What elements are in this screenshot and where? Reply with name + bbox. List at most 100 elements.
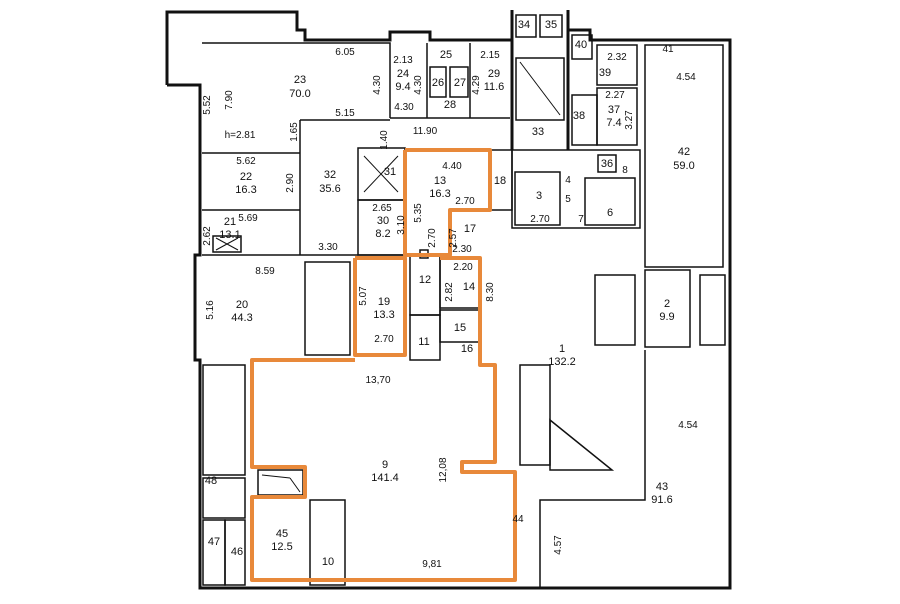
dimension-label: 4.30	[394, 102, 414, 113]
room-7: 7	[578, 214, 584, 225]
room-label: 12.5	[271, 541, 292, 553]
dimension-label: 5.62	[236, 156, 256, 167]
dimension-label: 2.32	[607, 52, 627, 63]
room-26: 26	[432, 77, 444, 89]
room-27: 27	[454, 77, 466, 89]
room-label: 29	[488, 68, 500, 80]
room-label: 19	[378, 296, 390, 308]
room-label: 9.9	[659, 311, 674, 323]
room-label: 42	[678, 146, 690, 158]
room-label: 9	[382, 459, 388, 471]
room-34: 34	[518, 19, 530, 31]
room-2: 29.9	[659, 298, 674, 323]
room-38: 38	[573, 110, 585, 122]
room-18: 18	[494, 175, 506, 187]
room-4: 4	[565, 175, 571, 186]
dimension-label: 4.30	[372, 75, 383, 95]
highlighted-premises	[250, 148, 517, 582]
interior-walls	[202, 14, 726, 588]
dimension-label: 2.30	[452, 244, 472, 255]
dimension-label: 2.13	[393, 55, 413, 66]
dimension-label: 2.62	[202, 226, 213, 246]
room-label: 24	[397, 68, 409, 80]
dimension-label: 13,70	[365, 375, 390, 386]
room-label: 13.3	[373, 309, 394, 321]
dimension-label: 3.30	[318, 242, 338, 253]
room-label: 9.4	[395, 81, 410, 93]
dimension-label: 5.69	[238, 213, 258, 224]
dimension-label: 8.30	[485, 282, 496, 302]
dimension-label: 1.40	[379, 130, 390, 150]
dimension-label: 11.90	[413, 126, 438, 137]
dimension-label: 3.10	[396, 215, 407, 235]
room-12: 12	[419, 274, 431, 286]
dimension-label: 4.40	[442, 161, 462, 172]
room-31: 31	[384, 166, 396, 178]
room-label: 32	[324, 169, 336, 181]
dimension-label: 8.59	[255, 266, 275, 277]
room-label: 44.3	[231, 312, 252, 324]
room-label: 132.2	[548, 356, 576, 368]
dimension-label: 2.27	[605, 90, 625, 101]
room-48: 48	[205, 475, 217, 487]
dimension-label: 1.65	[289, 122, 300, 142]
dimension-label: 2.90	[285, 173, 296, 193]
room-label: 30	[377, 215, 389, 227]
dimension-label: 2.70	[374, 334, 394, 345]
room-16: 16	[461, 343, 473, 355]
dimension-label: 2.65	[372, 203, 392, 214]
dimension-labels: 6.05 5.52 7.90 4.30 5.15 1.65 2.13 4.30 …	[202, 47, 698, 570]
room-35: 35	[545, 19, 557, 31]
room-44: 44	[512, 514, 524, 525]
dimension-label: 12,08	[438, 457, 449, 482]
room-label: 23	[294, 74, 306, 86]
room-28: 28	[444, 99, 456, 111]
room-label: 2	[664, 298, 670, 310]
dimension-label: 5.15	[335, 108, 355, 119]
room-11: 11	[418, 336, 429, 348]
room-39: 39	[599, 67, 611, 79]
room-label: 43	[656, 481, 668, 493]
room-label: 7.4	[606, 117, 621, 129]
room-label: 22	[240, 171, 252, 183]
room-6: 6	[607, 207, 613, 219]
room-10: 10	[322, 556, 334, 568]
room-label: 16.3	[429, 188, 450, 200]
dimension-label: 7.90	[224, 90, 235, 110]
dimension-label: 2.82	[444, 282, 455, 302]
dimension-label: 2.15	[480, 50, 500, 61]
room-label: 13.1	[219, 229, 240, 241]
dimension-label: 2.57	[448, 228, 459, 248]
room-40: 40	[575, 39, 587, 51]
room-label: 59.0	[673, 160, 694, 172]
room-15: 15	[454, 322, 466, 334]
room-label: 16.3	[235, 184, 256, 196]
dimension-label: 4.30	[413, 75, 424, 95]
dimension-label: 5.52	[202, 95, 213, 115]
room-label: 91.6	[651, 494, 672, 506]
dimension-label: 3.27	[624, 110, 635, 130]
room-17: 17	[464, 223, 476, 235]
dimension-label: 9,81	[422, 559, 442, 570]
room-3: 3	[536, 190, 542, 202]
room-label: 13	[434, 175, 446, 187]
dimension-label: 5.07	[358, 286, 369, 306]
room-label: 141.4	[371, 472, 399, 484]
room-33: 33	[532, 126, 544, 138]
dimension-label: 5.35	[413, 203, 424, 223]
dimension-label: 4.54	[676, 72, 696, 83]
room-14: 14	[463, 281, 475, 293]
room-label: 35.6	[319, 183, 340, 195]
dimension-label: 2.70	[455, 196, 475, 207]
room-label: 45	[276, 528, 288, 540]
